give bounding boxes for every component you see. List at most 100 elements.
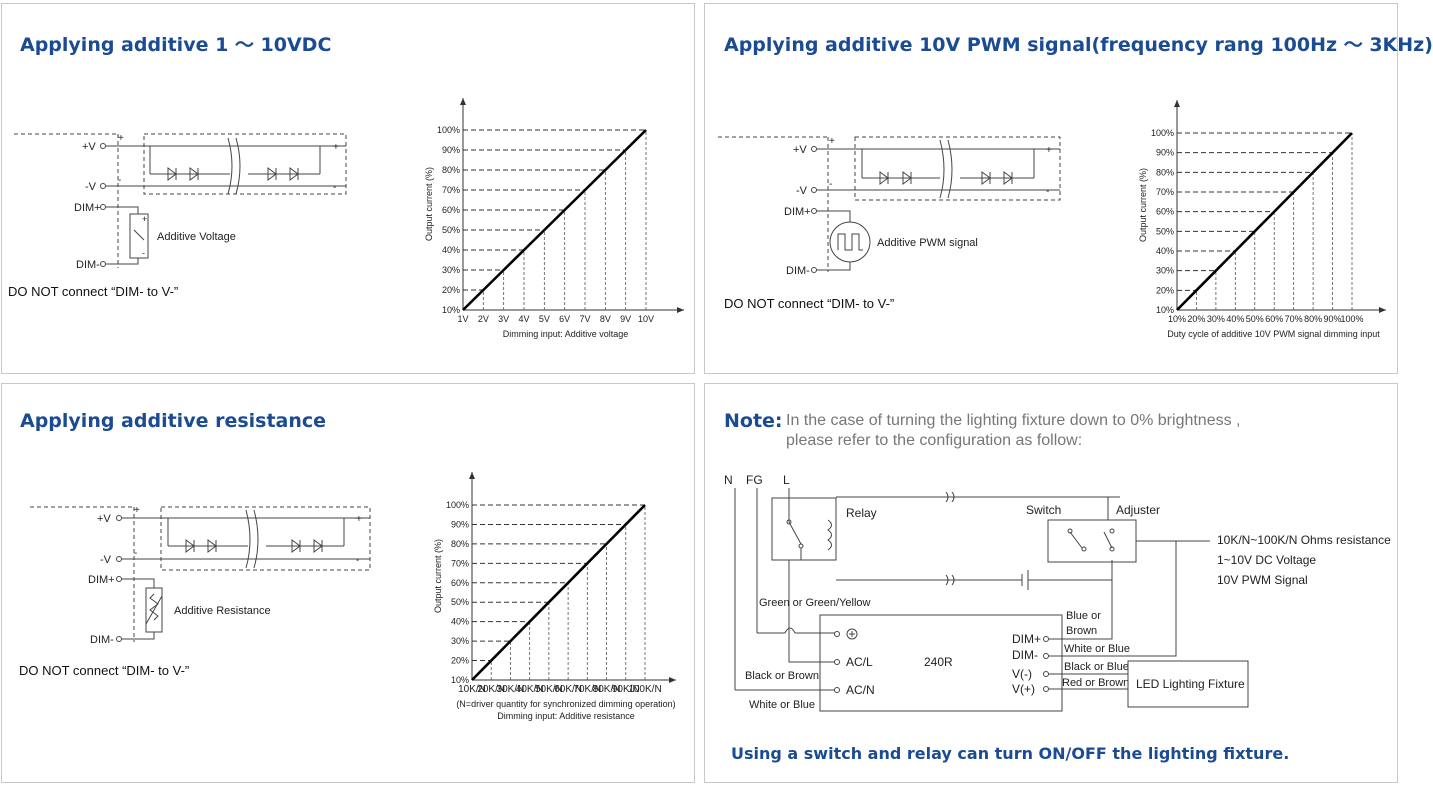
led-fixture-box xyxy=(1127,660,1249,708)
x-tick-label: 80% xyxy=(1304,314,1322,324)
y-tick-label: 70% xyxy=(1156,187,1174,197)
y-axis-label: Output current (%) xyxy=(433,539,443,613)
x-tick-label: 4V xyxy=(518,314,529,324)
svg-text:AC/L: AC/L xyxy=(846,655,873,669)
note-line-2: please refer to the configuration as fol… xyxy=(786,432,1083,449)
svg-text:+: + xyxy=(356,514,362,525)
svg-text:Brown: Brown xyxy=(1066,625,1097,637)
svg-text:+: + xyxy=(1046,145,1052,156)
x-axis-note: (N=driver quantity for synchronized dimm… xyxy=(456,699,675,709)
y-axis-arrow xyxy=(460,98,466,105)
svg-text:AC/N: AC/N xyxy=(846,683,875,697)
svg-text:+V: +V xyxy=(793,144,807,156)
label-l: L xyxy=(783,473,790,487)
wiring-diagram-resistance: +V + -V - + - DIM+ DIM- Additive Resista… xyxy=(30,505,371,646)
svg-text:White or Blue: White or Blue xyxy=(749,699,815,711)
panel-pwm-signal xyxy=(704,3,1398,374)
svg-text:Adjuster: Adjuster xyxy=(1116,503,1160,517)
series-line xyxy=(471,504,646,681)
y-axis-label: Output current (%) xyxy=(424,167,434,241)
pwm-source-icon xyxy=(829,221,871,263)
panel-title: Applying additive resistance xyxy=(20,410,327,432)
svg-text:10V PWM Signal: 10V PWM Signal xyxy=(1217,573,1308,587)
label-vminus: -V xyxy=(85,181,97,193)
panel-note-config xyxy=(704,383,1398,783)
label-fg: FG xyxy=(746,473,763,487)
x-axis-arrow xyxy=(1379,307,1386,313)
y-tick-label: 10% xyxy=(451,675,469,685)
svg-text:Red or Brown: Red or Brown xyxy=(1062,677,1129,689)
svg-text:Additive Resistance: Additive Resistance xyxy=(174,605,271,617)
wiring-diagram-pwm: +V + -V - + - DIM+ DIM- Additive PWM sig… xyxy=(718,136,1061,277)
y-tick-label: 20% xyxy=(442,285,460,295)
y-axis-arrow xyxy=(469,472,475,479)
y-tick-label: 100% xyxy=(437,125,460,135)
svg-text:+: + xyxy=(333,142,339,153)
svg-text:10K/N~100K/N Ohms resistance: 10K/N~100K/N Ohms resistance xyxy=(1217,533,1391,547)
y-tick-label: 30% xyxy=(442,265,460,275)
svg-text:240R: 240R xyxy=(924,655,953,669)
y-tick-label: 10% xyxy=(1156,305,1174,315)
y-axis-label: Output current (%) xyxy=(1138,168,1148,242)
svg-text:-: - xyxy=(333,182,336,193)
x-tick-label: 10V xyxy=(638,314,654,324)
x-axis-arrow xyxy=(677,307,684,313)
y-tick-label: 70% xyxy=(451,558,469,568)
panel-title: Applying additive 1 ～ 10VDC xyxy=(20,34,332,56)
resistor-icon xyxy=(145,587,163,633)
label-n: N xyxy=(724,473,733,487)
x-tick-label: 1V xyxy=(457,314,468,324)
label-vplus: +V xyxy=(82,141,96,153)
y-tick-label: 50% xyxy=(451,597,469,607)
svg-text:-: - xyxy=(356,555,359,566)
svg-text:+: + xyxy=(142,214,147,224)
y-tick-label: 10% xyxy=(442,305,460,315)
x-tick-label: 10K/N xyxy=(458,684,486,695)
svg-text:V(+): V(+) xyxy=(1012,682,1035,696)
x-tick-label: 30% xyxy=(1207,314,1225,324)
warning-text: DO NOT connect “DIM- to V-” xyxy=(19,663,190,678)
warning-text: DO NOT connect “DIM- to V-” xyxy=(8,284,179,299)
y-tick-label: 20% xyxy=(451,656,469,666)
y-tick-label: 30% xyxy=(451,636,469,646)
x-tick-label: 90K/N xyxy=(612,684,640,695)
svg-text:-: - xyxy=(142,248,145,258)
chart-pwm-signal: 10%20%30%40%50%60%70%80%90%100%10%20%30%… xyxy=(1138,100,1386,339)
svg-text:DIM+: DIM+ xyxy=(88,574,115,586)
y-tick-label: 100% xyxy=(446,500,469,510)
panel-additive-resistance xyxy=(1,383,695,783)
svg-text:Relay: Relay xyxy=(846,506,877,520)
x-tick-label: 3V xyxy=(498,314,509,324)
x-tick-label: 80K/N xyxy=(593,684,621,695)
svg-text:1~10V DC Voltage: 1~10V DC Voltage xyxy=(1217,553,1316,567)
y-tick-label: 90% xyxy=(1156,148,1174,158)
x-tick-label: 2V xyxy=(478,314,489,324)
relay-box xyxy=(771,497,837,561)
x-tick-label: 50K/N xyxy=(535,684,563,695)
ground-icon xyxy=(846,628,858,640)
chart-additive-resistance: 10%20%30%40%50%60%70%80%90%100%10K/N20K/… xyxy=(433,472,676,721)
y-tick-label: 100% xyxy=(1151,128,1174,138)
y-tick-label: 20% xyxy=(1156,285,1174,295)
x-tick-label: 40K/N xyxy=(516,684,544,695)
x-axis-label: Duty cycle of additive 10V PWM signal di… xyxy=(1167,329,1380,339)
y-tick-label: 80% xyxy=(451,539,469,549)
svg-text:LED Lighting Fixture: LED Lighting Fixture xyxy=(1136,677,1245,691)
x-tick-label: 70K/N xyxy=(573,684,601,695)
svg-text:DIM-: DIM- xyxy=(1012,648,1038,662)
label-dimplus: DIM+ xyxy=(74,202,101,214)
x-tick-label: 6V xyxy=(559,314,570,324)
y-tick-label: 40% xyxy=(451,617,469,627)
series-line xyxy=(1176,132,1353,311)
svg-text:-: - xyxy=(829,179,832,190)
y-axis-arrow xyxy=(1174,100,1180,107)
y-tick-label: 60% xyxy=(1156,207,1174,217)
svg-text:DIM-: DIM- xyxy=(90,634,114,646)
x-tick-label: 70% xyxy=(1285,314,1303,324)
y-tick-label: 90% xyxy=(442,145,460,155)
x-tick-label: 30K/N xyxy=(497,684,525,695)
x-axis-arrow xyxy=(669,677,676,683)
x-tick-label: 8V xyxy=(600,314,611,324)
svg-text:-V: -V xyxy=(796,185,808,197)
